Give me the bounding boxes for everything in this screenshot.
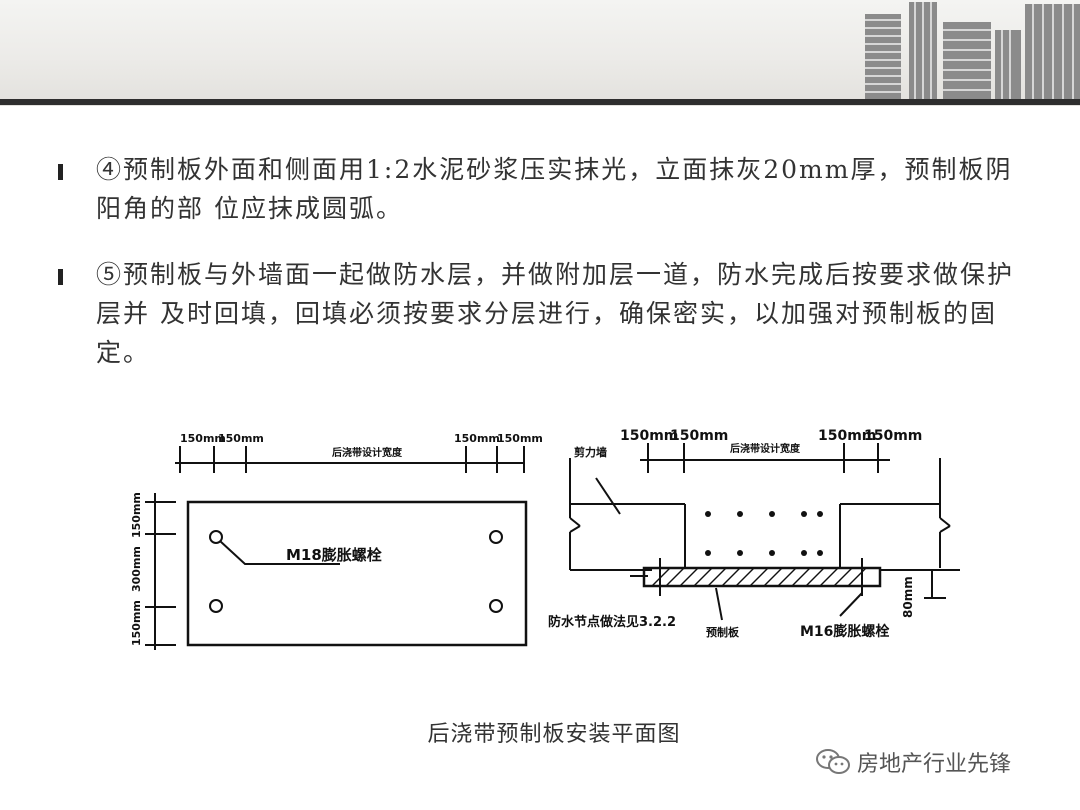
dim-label: 80mm <box>901 576 915 618</box>
watermark: 房地产行业先锋 <box>815 744 1011 780</box>
figure-caption: 后浇带预制板安装平面图 <box>427 722 681 747</box>
dim-label: 150mm <box>218 432 264 445</box>
bullet-icon <box>58 269 63 285</box>
dim-label: 150mm <box>670 428 728 444</box>
bolt-label: M18膨胀螺栓 <box>286 546 382 564</box>
installation-drawing: 150mm 150mm 后浇带设计宽度 150mm 150mm 150mm 30… <box>130 428 960 650</box>
dim-label: 150mm <box>454 432 500 445</box>
skyline-illustration <box>865 2 1080 100</box>
section-view <box>569 443 960 621</box>
bullet-icon <box>58 164 63 180</box>
board-label: 预制板 <box>706 625 740 639</box>
detail-reference: 防水节点做法见3.2.2 <box>548 614 676 630</box>
paragraph-2: ⑤预制板与外墙面一起做防水层，并做附加层一道，防水完成后按要求做保护层并 及时回… <box>96 260 1015 367</box>
bolt-label: M16膨胀螺栓 <box>800 623 889 640</box>
watermark-text: 房地产行业先锋 <box>857 752 1012 777</box>
dim-label: 150mm <box>620 428 678 444</box>
dim-label: 150mm <box>497 432 543 445</box>
wechat-icon <box>816 749 850 774</box>
wall-label: 剪力墙 <box>574 445 607 459</box>
dim-label: 150mm <box>818 428 876 444</box>
header-banner <box>0 0 1080 106</box>
dim-label: 150mm <box>130 600 143 646</box>
dim-label: 150mm <box>130 492 143 538</box>
paragraph-1: ④预制板外面和侧面用1:2水泥砂浆压实抹光，立面抹灰20mm厚，预制板阴阳角的部… <box>96 155 1013 223</box>
header-divider <box>0 99 1080 105</box>
dim-label: 150mm <box>864 428 922 444</box>
dim-label: 后浇带设计宽度 <box>332 446 403 459</box>
plan-view <box>145 446 528 650</box>
dim-label: 后浇带设计宽度 <box>730 442 801 455</box>
dim-label: 150mm <box>180 432 226 445</box>
dim-label: 300mm <box>130 546 143 592</box>
